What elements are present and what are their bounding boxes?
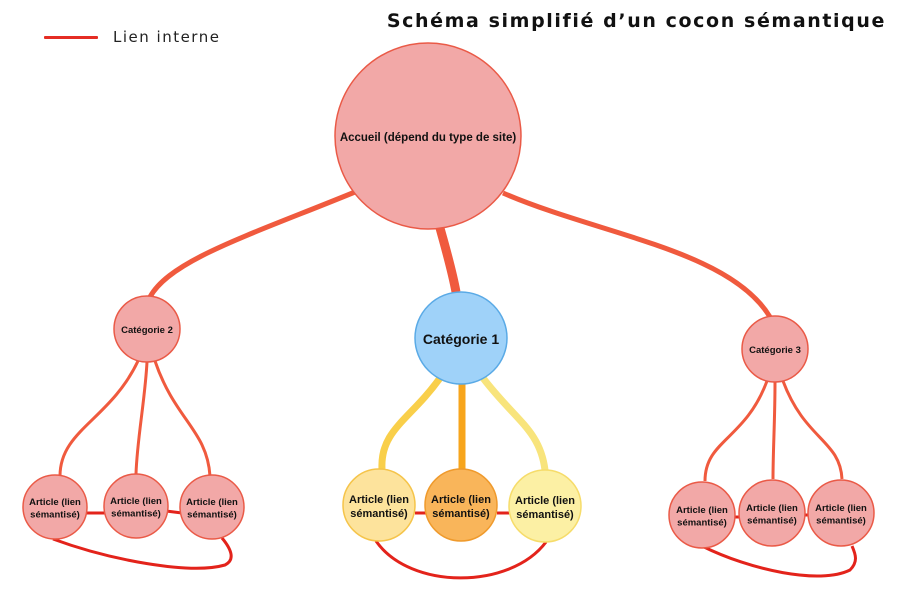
article-node-label-line1: Article (lien [349,494,409,506]
link-left-2-3 [165,509,183,515]
article-node-label-line1: Article (lien [29,497,81,508]
link-mid-1-3 [374,540,548,580]
article-node-left-3[interactable]: Article (lien sémantisé) [179,474,245,540]
node-cat2[interactable]: Catégorie 2 [113,295,181,363]
node-cat2-circle [113,295,181,363]
article-node-circle [738,479,806,547]
node-cat1[interactable]: Catégorie 1 [414,291,508,385]
article-node-mid-2[interactable]: Article (lien sémantisé) [424,468,498,542]
node-cat3[interactable]: Catégorie 3 [741,315,809,383]
article-node-circle [22,474,88,540]
article-node-circle [179,474,245,540]
edge-home-cat3 [502,190,773,319]
article-node-label-line1: Article (lien [746,503,798,514]
article-node-label-line2: sémantisé) [350,508,408,520]
article-node-label-line1: Article (lien [815,503,867,514]
article-node-label-line1: Article (lien [515,495,575,507]
article-node-label-line1: Article (lien [110,496,162,507]
edge-home-cat1 [435,226,461,293]
article-node-label-line2: sémantisé) [30,510,80,521]
edge-cat1-article-1 [378,375,443,470]
article-node-label-line1: Article (lien [676,505,728,516]
legend-label: Lien interne [113,28,221,46]
edge-cat3-article-2 [771,381,777,480]
edge-cat3-article-1 [703,380,769,482]
node-home-circle [334,42,522,230]
node-cat1-circle [414,291,508,385]
article-node-right-1[interactable]: Article (lien sémantisé) [668,481,736,549]
link-left-1-3 [52,537,233,570]
edge-home-cat2 [147,189,356,299]
article-node-label-line2: sémantisé) [432,508,490,520]
article-node-left-1[interactable]: Article (lien sémantisé) [22,474,88,540]
legend: Lien interne [44,28,220,46]
article-node-label-line1: Article (lien [431,494,491,506]
nodes-layer: Accueil (dépend du type de site) Catégor… [22,42,875,549]
article-node-circle [807,479,875,547]
edge-cat2-article-2 [134,361,149,475]
article-node-mid-1[interactable]: Article (lien sémantisé) [342,468,416,542]
edge-cat3-article-3 [781,380,844,480]
article-node-label-line2: sémantisé) [677,518,727,529]
article-node-circle [342,468,416,542]
article-node-label-line2: sémantisé) [816,516,866,527]
article-node-right-3[interactable]: Article (lien sémantisé) [807,479,875,547]
article-node-circle [508,469,582,543]
article-node-circle [668,481,736,549]
article-node-circle [103,473,169,539]
diagram-title: Schéma simplifié d’un cocon sémantique [386,10,886,32]
article-node-label-line2: sémantisé) [111,509,161,520]
node-cat2-label: Catégorie 2 [121,325,173,336]
article-node-label-line1: Article (lien [186,497,238,508]
edge-cat1-article-3 [480,375,549,471]
article-node-label-line2: sémantisé) [747,516,797,527]
article-node-label-line2: sémantisé) [187,510,237,521]
article-node-mid-3[interactable]: Article (lien sémantisé) [508,469,582,543]
legend-line-swatch [44,35,98,39]
edge-cat2-article-3 [153,360,212,477]
node-cat3-circle [741,315,809,383]
node-home[interactable]: Accueil (dépend du type de site) [334,42,522,230]
article-node-right-2[interactable]: Article (lien sémantisé) [738,479,806,547]
link-right-1-3 [701,544,857,578]
article-nodes: Article (lien sémantisé) Article (lien séma… [22,468,875,549]
node-home-label: Accueil (dépend du type de site) [340,132,517,144]
node-cat1-label: Catégorie 1 [423,331,499,347]
article-node-label-line2: sémantisé) [516,509,574,521]
edge-cat2-article-1 [58,360,140,477]
article-node-circle [424,468,498,542]
article-node-left-2[interactable]: Article (lien sémantisé) [103,473,169,539]
node-cat3-label: Catégorie 3 [749,345,801,356]
